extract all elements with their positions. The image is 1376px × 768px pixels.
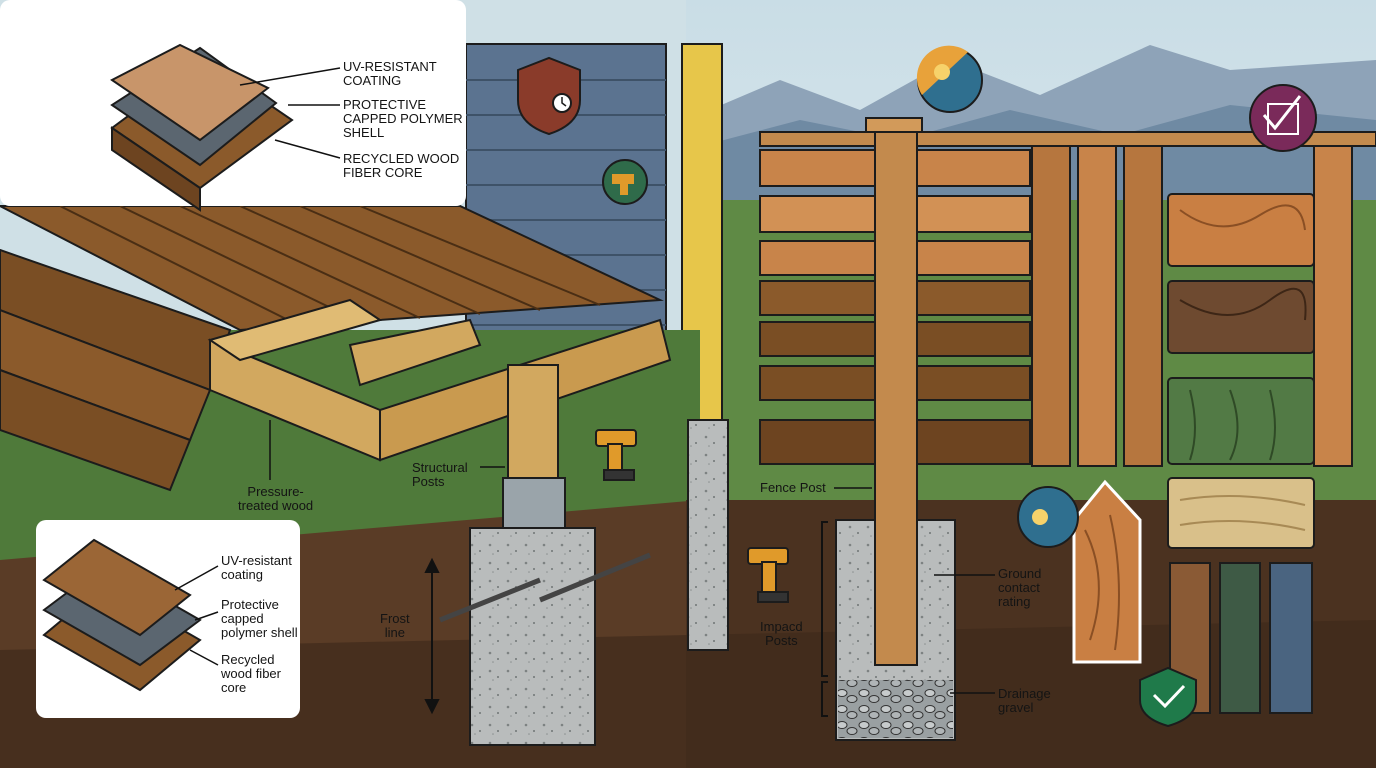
shield-clock-icon (517, 56, 581, 136)
shield-check-icon (1139, 666, 1197, 728)
deck-boards (0, 205, 664, 332)
label-uv-coating-bottom: UV-resistant coating (221, 553, 292, 582)
bottom-callout-layers (42, 538, 202, 692)
label-pressure-treated: Pressure- treated wood (238, 484, 314, 513)
impacd-bracket (821, 521, 828, 717)
deck-stairs (0, 248, 232, 492)
sun-frost-icon (1017, 486, 1079, 548)
rebar-right (539, 552, 651, 603)
fence-post (874, 124, 918, 666)
wall-footing (687, 419, 729, 651)
wood-swatch-pale (1167, 477, 1315, 549)
label-capped-shell-bottom: Protective capped polymer shell (221, 597, 298, 640)
structural-post (507, 364, 559, 491)
label-structural-posts: Structural Posts (412, 460, 468, 489)
drill-icon-badge (602, 159, 648, 205)
wood-swatch-dark (1167, 280, 1315, 354)
checklist-icon (1249, 84, 1317, 152)
label-uv-coating-top: UV-RESISTANT COATING (343, 59, 437, 88)
label-wood-core-bottom: Recycled wood fiber core (221, 652, 281, 695)
label-drainage-gravel: Drainage gravel (998, 686, 1051, 715)
label-frost-line: Frost line (380, 611, 410, 640)
drainage-gravel-fill (838, 680, 953, 738)
frost-line-arrow (424, 557, 440, 715)
concrete-footing (469, 527, 596, 746)
label-leaders (269, 420, 995, 694)
wood-grain-board (1072, 479, 1142, 664)
label-wood-core-top: RECYCLED WOOD FIBER CORE (343, 151, 460, 180)
fence-pickets (1031, 145, 1353, 467)
fence-post-cap (865, 117, 923, 133)
wood-swatch-light (1167, 193, 1315, 267)
board-samples (1169, 562, 1313, 714)
sun-snow-weather-icon (916, 45, 983, 113)
bottom-callout-leaders (174, 565, 219, 666)
label-fence-post: Fence Post (760, 480, 826, 495)
drill-icon (595, 429, 789, 603)
post-bracket (502, 477, 566, 529)
label-impacd-posts: Impacd Posts (760, 619, 803, 648)
top-callout-layers (110, 43, 294, 212)
wood-swatch-green (1167, 377, 1315, 465)
top-callout-leaders (239, 67, 341, 159)
rebar-left (439, 577, 541, 623)
soil-deep (0, 620, 1376, 768)
label-ground-contact: Ground contact rating (998, 566, 1042, 609)
label-capped-shell-top: PROTECTIVE CAPPED POLYMER SHELL (343, 97, 463, 140)
